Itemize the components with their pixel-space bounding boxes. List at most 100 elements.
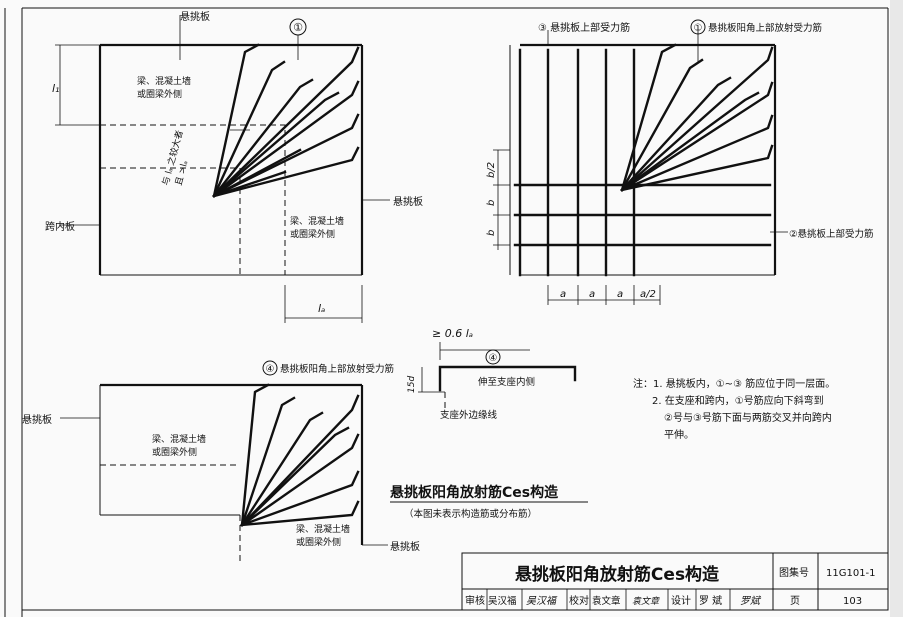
note-line-2: 2. 在支座和跨内，①号筋应向下斜弯到: [652, 394, 824, 407]
dim-a-label: a: [617, 289, 623, 300]
scroll-edge: [890, 0, 903, 617]
radial-bar: [212, 46, 360, 198]
review-name: 吴汉福: [488, 595, 517, 607]
beam-wall-label-line2: 或圈梁外侧: [137, 88, 182, 100]
top-bars-vertical: [518, 48, 636, 277]
radial-bar: [620, 144, 774, 192]
dim-b-label: b: [486, 230, 497, 236]
detail-bar: [438, 365, 577, 392]
callout-4-number: ④: [266, 364, 275, 375]
callout-1-circle: [289, 18, 307, 36]
radial-bar: [212, 113, 360, 198]
radial-bar: [212, 148, 302, 198]
radial-bar: [212, 78, 314, 198]
right-cantilever-label: 悬挑板: [393, 195, 423, 208]
span-slab-label: 跨内板: [45, 220, 75, 233]
radial-bar: [212, 43, 260, 198]
dim-l1-label: l₁: [52, 82, 59, 95]
caption-subtitle: （本图未表示构造筋或分布筋）: [404, 508, 537, 520]
dim-a-label: a: [589, 289, 595, 300]
dim-b-half-label: b/2: [486, 162, 497, 178]
callout-2-label: ②悬挑板上部受力筋: [789, 228, 874, 240]
radial-bar: [620, 46, 774, 192]
detail-callout-number: ④: [489, 353, 498, 364]
callout-4-label: 悬挑板阳角上部放射受力筋: [280, 363, 394, 375]
dim-b-label: b: [486, 200, 497, 206]
radial-bar: [620, 91, 760, 192]
fig3-cantilever-label: 悬挑板: [22, 413, 52, 426]
fig3-beam-wall-line2: 或圈梁外侧: [152, 446, 197, 458]
beam-wall-label-line1: 梁、混凝土墙: [137, 75, 191, 87]
detail-edge-label: 支座外边缘线: [440, 409, 498, 421]
dim-a-half-label: a/2: [640, 289, 656, 300]
callout-1b-label: 悬挑板阳角上部放射受力筋: [708, 22, 822, 34]
notes-block: 注：1. 悬挑板内，①~③ 筋应位于同一层面。 2. 在支座和跨内，①号筋应向下…: [633, 377, 835, 441]
radial-bar: [240, 396, 296, 527]
radial-bar: [240, 470, 360, 527]
callout-3-label: ③ 悬挑板上部受力筋: [538, 21, 630, 34]
callout-1b-number: ①: [694, 23, 703, 34]
review-signature: 吴汉福: [526, 595, 558, 607]
beam-wall-label-2-line1: 梁、混凝土墙: [290, 215, 344, 227]
radial-bars-fig3: [240, 383, 360, 527]
figure-bottom-left: ④ 悬挑板阳角上部放射受力筋 悬挑板 梁、混凝土墙 或圈梁外侧 梁、混凝土墙 或…: [22, 360, 420, 565]
fig3-beam-wall-2-line1: 梁、混凝土墙: [296, 523, 350, 535]
figure-caption: 悬挑板阳角放射筋Ces构造 （本图未表示构造筋或分布筋）: [389, 484, 588, 520]
note-line-1: 注：1. 悬挑板内，①~③ 筋应位于同一层面。: [633, 377, 835, 390]
atlas-number: 11G101-1: [826, 568, 876, 579]
radial-bar: [212, 146, 360, 198]
beam-wall-line-b: [100, 167, 241, 275]
radial-bar: [620, 58, 704, 192]
radial-bar: [212, 170, 287, 198]
radial-bar: [240, 426, 350, 527]
figure-top-right: b/2 b b a a a a/2 ③ 悬挑板上部受力筋 ① 悬挑板阳角上部放射…: [486, 19, 874, 305]
fig3-right-cantilever-label: 悬挑板: [390, 540, 420, 553]
design-signature: 罗斌: [740, 595, 762, 607]
check-name: 袁文章: [592, 595, 621, 607]
detail-to-label: 伸至支座内侧: [478, 376, 535, 388]
fig3-beam-wall-line1: 梁、混凝土墙: [152, 433, 206, 445]
page-label: 页: [790, 595, 800, 607]
radial-bar: [620, 43, 677, 192]
atlas-label: 图集号: [779, 566, 809, 579]
detail-dim-label: ≥ 0.6 lₐ: [432, 327, 473, 340]
radial-bar: [620, 76, 732, 192]
detail-15d-label: 15d: [407, 376, 417, 393]
note-line-4: 平伸。: [664, 429, 694, 441]
dim-lx-label: lₐ: [318, 302, 325, 315]
caption-title: 悬挑板阳角放射筋Ces构造: [389, 484, 558, 501]
radial-bar: [240, 383, 270, 527]
beam-wall-line-a: [100, 124, 286, 275]
page-number: 103: [843, 596, 862, 607]
radial-bar: [212, 80, 360, 198]
dim-a-label: a: [560, 289, 566, 300]
note-line-3: ②号与③号筋下面与两筋交叉并向跨内: [664, 411, 832, 424]
radial-bar: [240, 500, 360, 527]
radial-bar: [212, 60, 286, 198]
radial-bar: [620, 81, 774, 192]
title-block-title: 悬挑板阳角放射筋Ces构造: [515, 564, 720, 585]
design-name: 罗 斌: [699, 595, 722, 607]
cantilever-label: 悬挑板: [180, 10, 210, 23]
check-signature: 袁文章: [632, 596, 660, 607]
title-block: 悬挑板阳角放射筋Ces构造 图集号 11G101-1 审核 吴汉福 吴汉福 校对…: [461, 552, 889, 611]
check-label: 校对: [569, 594, 589, 607]
radial-bars-fig2: [620, 43, 774, 192]
design-label: 设计: [671, 594, 691, 607]
review-label: 审核: [465, 594, 485, 607]
radial-bar: [240, 394, 360, 527]
radial-bar: [240, 433, 360, 527]
callout-1b-circle: [690, 19, 706, 35]
radial-bar: [212, 91, 340, 198]
figure-detail: ≥ 0.6 lₐ ④ 伸至支座内侧 15d 支座外边缘线: [407, 327, 577, 421]
radial-bar: [240, 411, 324, 527]
fig3-beam-wall-2-line2: 或圈梁外侧: [296, 536, 341, 548]
title-block-frame: [461, 552, 889, 611]
detail-callout-circle: [485, 349, 501, 365]
radial-bars-fig1: [212, 43, 360, 198]
beam-wall-label-2-line2: 或圈梁外侧: [290, 228, 335, 240]
callout-4-circle: [262, 360, 278, 376]
radial-bar: [620, 114, 774, 192]
